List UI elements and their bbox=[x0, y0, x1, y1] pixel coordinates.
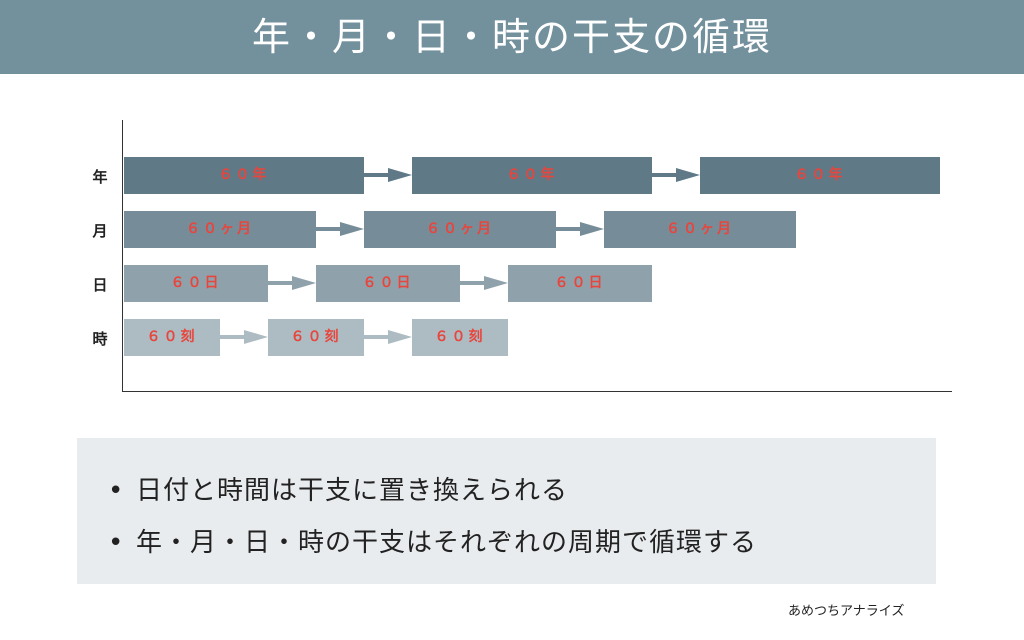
cycle-block: ６０ヶ月 bbox=[604, 211, 796, 248]
summary-box bbox=[77, 438, 936, 584]
row-label: 月 bbox=[92, 222, 108, 240]
bullet-item: • 年・月・日・時の干支はそれぞれの周期で循環する bbox=[108, 522, 757, 559]
cycle-block: ６０刻 bbox=[268, 319, 364, 356]
arrow-icon bbox=[220, 330, 268, 344]
x-axis bbox=[122, 391, 952, 392]
cycle-block: ６０ヶ月 bbox=[124, 211, 316, 248]
arrow-icon bbox=[652, 168, 700, 182]
bullet-text: 年・月・日・時の干支はそれぞれの周期で循環する bbox=[136, 528, 758, 558]
bullet-item: • 日付と時間は干支に置き換えられる bbox=[108, 470, 568, 507]
bullet-dot: • bbox=[108, 528, 125, 558]
row-label: 年 bbox=[92, 168, 108, 186]
bullet-text: 日付と時間は干支に置き換えられる bbox=[136, 476, 569, 506]
arrow-icon bbox=[316, 222, 364, 236]
arrow-icon bbox=[364, 168, 412, 182]
cycle-block: ６０年 bbox=[700, 157, 940, 194]
cycle-block: ６０刻 bbox=[412, 319, 508, 356]
cycle-block: ６０刻 bbox=[124, 319, 220, 356]
arrow-icon bbox=[268, 276, 316, 290]
cycle-block: ６０年 bbox=[412, 157, 652, 194]
cycle-block: ６０日 bbox=[124, 265, 268, 302]
arrow-icon bbox=[364, 330, 412, 344]
bullet-dot: • bbox=[108, 476, 125, 506]
footer-brand: あめつちアナライズ bbox=[788, 604, 905, 619]
cycle-block: ６０日 bbox=[508, 265, 652, 302]
y-axis bbox=[122, 120, 123, 392]
arrow-icon bbox=[556, 222, 604, 236]
page-title: 年・月・日・時の干支の循環 bbox=[0, 0, 1024, 74]
cycle-block: ６０ヶ月 bbox=[364, 211, 556, 248]
arrow-icon bbox=[460, 276, 508, 290]
row-label: 時 bbox=[92, 330, 108, 348]
row-label: 日 bbox=[92, 276, 108, 294]
cycle-block: ６０日 bbox=[316, 265, 460, 302]
cycle-block: ６０年 bbox=[124, 157, 364, 194]
